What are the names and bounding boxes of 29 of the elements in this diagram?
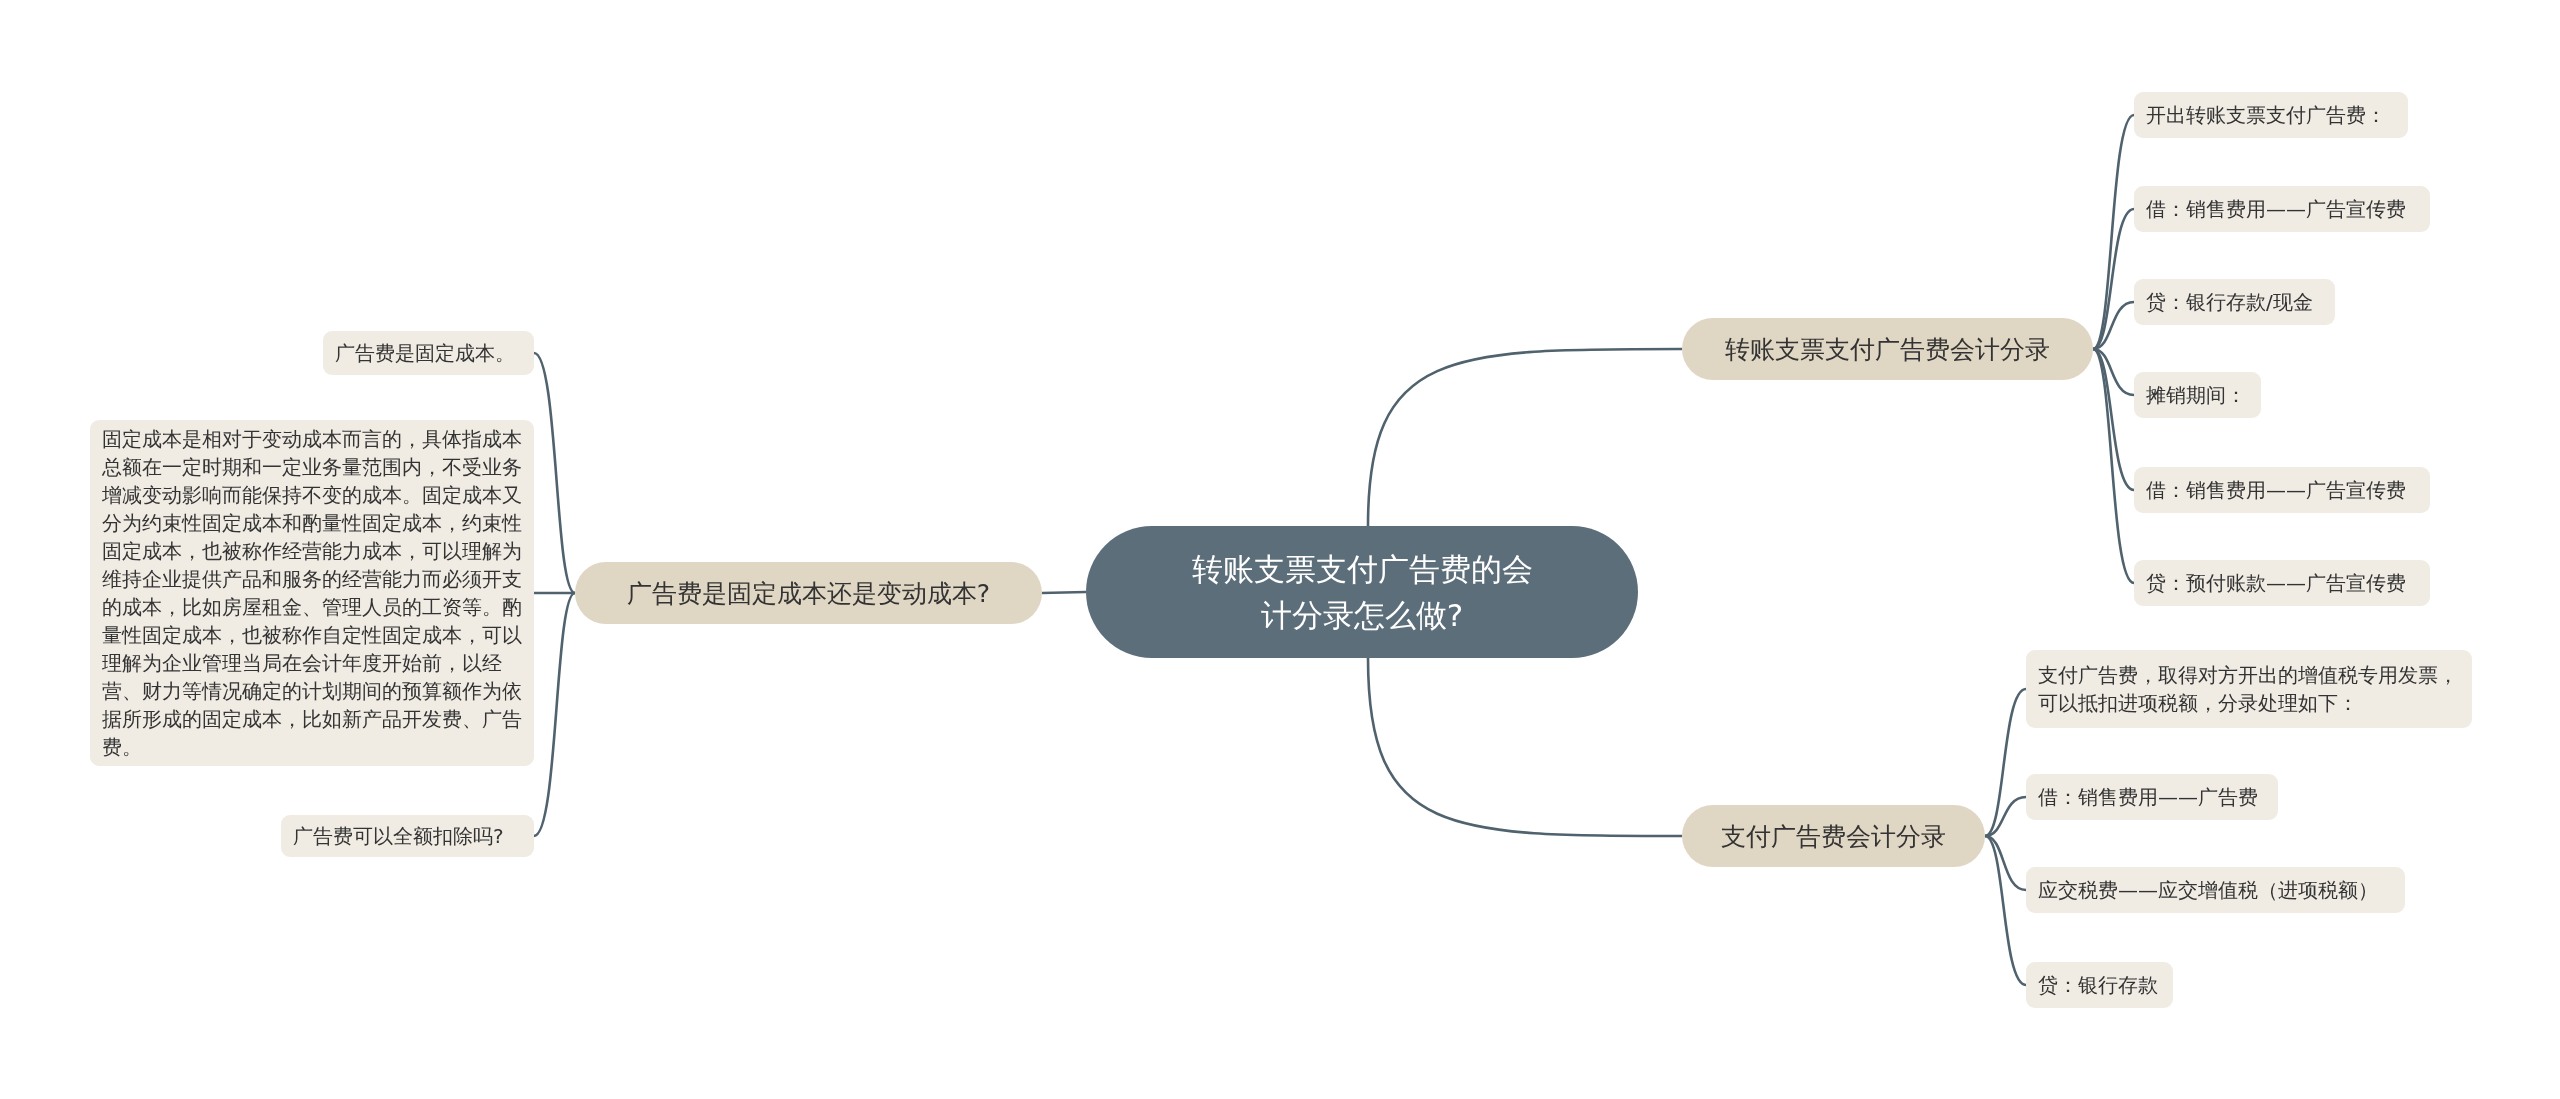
leaf-box: 借：销售费用——广告费 bbox=[2026, 774, 2278, 820]
branch-box: 支付广告费会计分录 bbox=[1682, 805, 1985, 867]
leaf-box: 支付广告费，取得对方开出的增值税专用发票，可以抵扣进项税额，分录处理如下： bbox=[2026, 650, 2472, 728]
topic-box: 转账支票支付广告费的会计分录怎么做? bbox=[1086, 526, 1638, 658]
connector-line bbox=[1984, 834, 2027, 987]
connector-line bbox=[1366, 657, 1682, 838]
leaf-box: 广告费可以全额扣除吗? bbox=[281, 815, 534, 857]
leaf-box: 贷：银行存款 bbox=[2026, 962, 2173, 1008]
leaf-box: 摊销期间： bbox=[2134, 372, 2261, 418]
leaf-box: 借：销售费用——广告宣传费 bbox=[2134, 467, 2430, 513]
leaf-box: 应交税费——应交增值税（进项税额） bbox=[2026, 867, 2405, 913]
connector-line bbox=[1984, 687, 2027, 838]
connector-line bbox=[533, 352, 576, 594]
leaf-box: 开出转账支票支付广告费： bbox=[2134, 92, 2408, 138]
leaf-box: 贷：银行存款/现金 bbox=[2134, 279, 2335, 325]
connector-line bbox=[2092, 347, 2135, 492]
leaf-box: 广告费是固定成本。 bbox=[323, 331, 534, 375]
connector-line bbox=[1366, 347, 1682, 527]
leaf-box: 借：销售费用——广告宣传费 bbox=[2134, 186, 2430, 232]
connector-line bbox=[2092, 348, 2135, 584]
branch-box: 转账支票支付广告费会计分录 bbox=[1682, 318, 2093, 380]
leaf-box: 固定成本是相对于变动成本而言的，具体指成本总额在一定时期和一定业务量范围内，不受业务增减变动影响而能保持不变的成本。固定成本又分为约束性固定成本和酌量性固定成本，约束性固定成本，也被称作经营能力成本，可以理解为维持企业提供产品和服务的经营能力而必须开支的成本，比如房屋租金、管理人员的工资等。酌量性固定成本，也被称作自定性固定成本，可以理解为企业管理当局在会计年度开始前，以经营、财力等情况确定的计划期间的预算额作为依据所形成的固定成本，比如新产品开发费、广告费。 bbox=[90, 420, 534, 766]
connector-line bbox=[1041, 590, 1087, 595]
connector-line bbox=[534, 591, 575, 595]
branch-box: 广告费是固定成本还是变动成本? bbox=[575, 562, 1042, 624]
leaf-box: 贷：预付账款——广告宣传费 bbox=[2134, 560, 2430, 606]
connector-line bbox=[533, 592, 576, 837]
connector-line bbox=[1984, 795, 2027, 838]
connector-line bbox=[2092, 114, 2135, 350]
